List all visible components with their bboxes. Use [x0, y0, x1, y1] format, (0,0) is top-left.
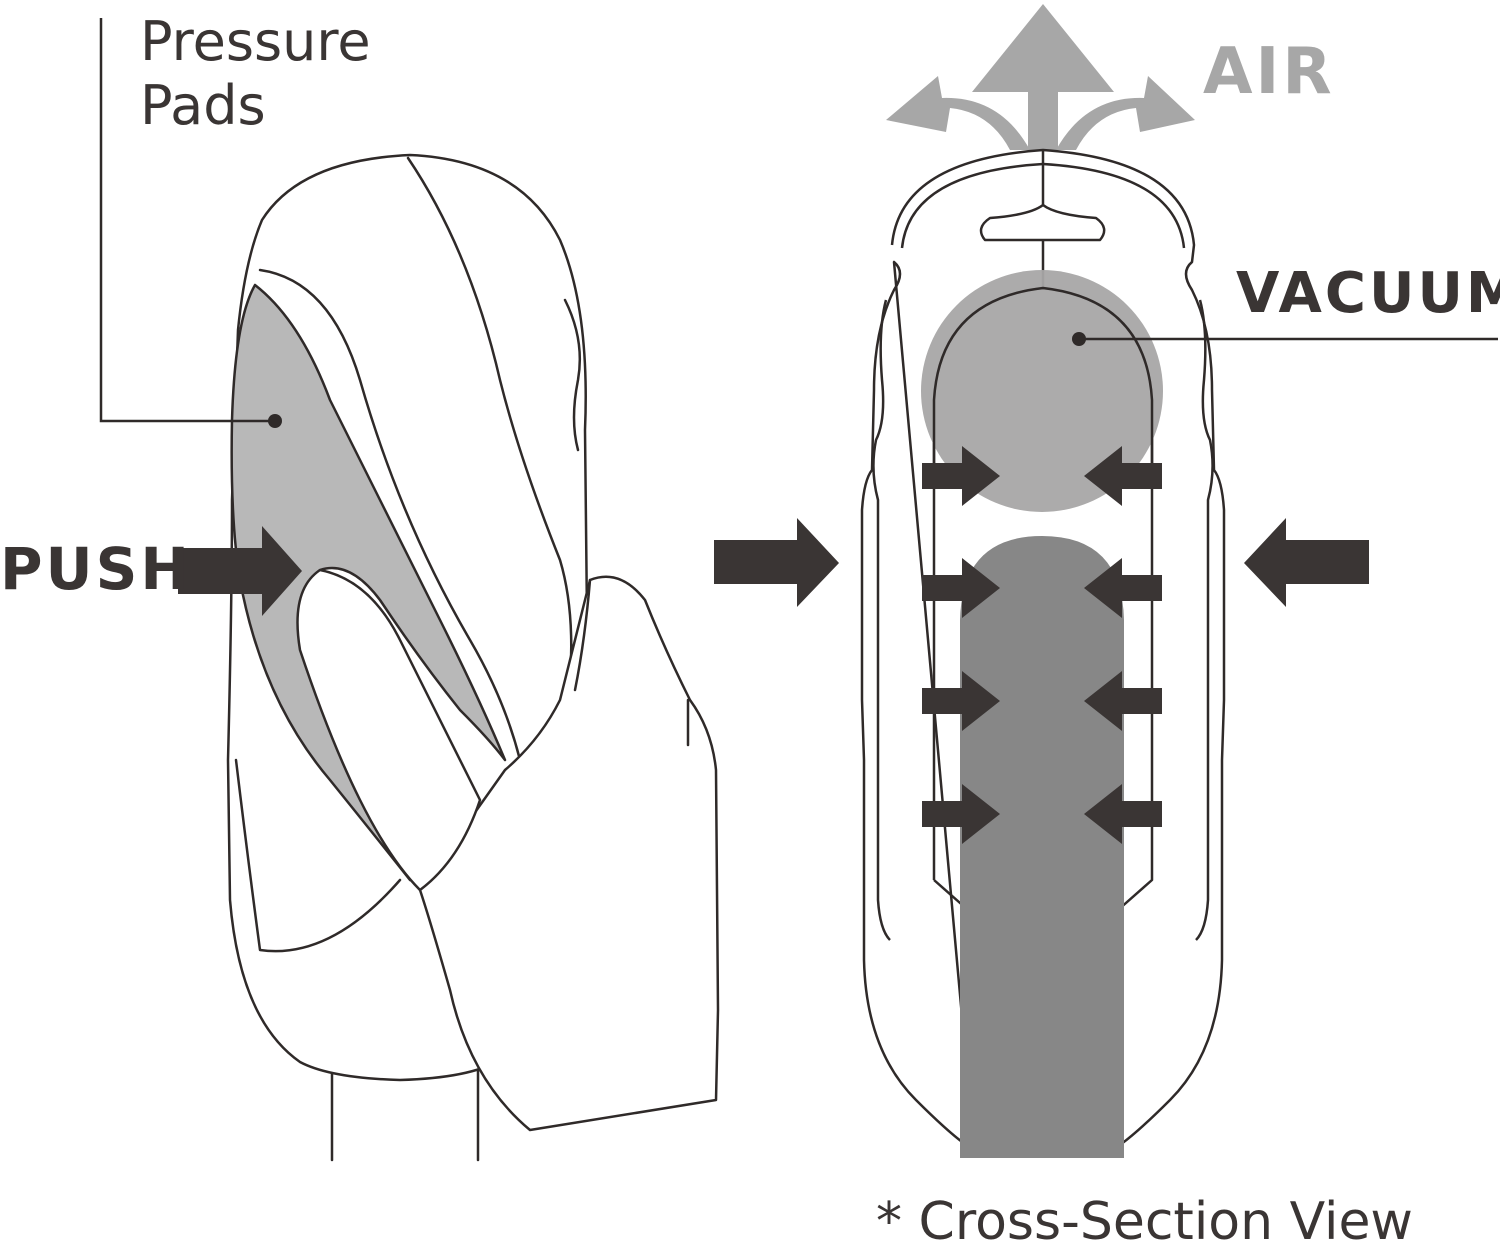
pressure-pads-leader-line: [99, 18, 272, 423]
air-label: AIR: [1203, 35, 1335, 109]
push-label: PUSH: [0, 535, 192, 603]
compression-arrow-left-1: [922, 446, 1000, 506]
compression-arrow-right-4: [1084, 784, 1162, 844]
inserted-shaft: [960, 536, 1124, 1158]
hand-finger-crease: [573, 578, 592, 692]
side-arrow-left: [714, 518, 839, 607]
hand-illustration: [296, 568, 720, 1132]
pressure-pad-dot: [268, 414, 282, 428]
compression-arrow-left-4: [922, 784, 1000, 844]
side-arrow-right: [1244, 518, 1369, 607]
compression-arrow-left-2: [922, 558, 1000, 618]
body-right-trim: [563, 298, 582, 452]
shell-inner-right: [1195, 299, 1214, 941]
air-arrow-right: [1056, 76, 1195, 150]
compression-arrow-right-2: [1084, 558, 1162, 618]
air-arrows: [886, 4, 1195, 150]
vacuum-label: VACUUM: [1236, 261, 1500, 326]
valve: [979, 150, 1106, 290]
cross-section-caption: * Cross-Section View: [876, 1192, 1413, 1252]
hand-palm: [418, 575, 720, 1132]
compression-arrow-right-3: [1084, 671, 1162, 731]
hand-thumb: [296, 568, 482, 892]
body-lower-band: [234, 758, 402, 953]
compression-arrow-right-1: [1084, 446, 1162, 506]
compression-arrows: [922, 446, 1162, 844]
vacuum-zone: [921, 270, 1163, 512]
air-arrow-left: [886, 76, 1030, 150]
air-arrow-up: [972, 4, 1114, 150]
shell-inner-left: [872, 299, 891, 941]
push-arrow: [178, 526, 302, 616]
pressure-pads-label: Pressure Pads: [140, 10, 371, 137]
body-edge-line: [406, 156, 573, 682]
body-rim-line: [258, 268, 522, 762]
compression-arrow-left-3: [922, 671, 1000, 731]
vacuum-sleeve-overlay: [932, 286, 1154, 470]
